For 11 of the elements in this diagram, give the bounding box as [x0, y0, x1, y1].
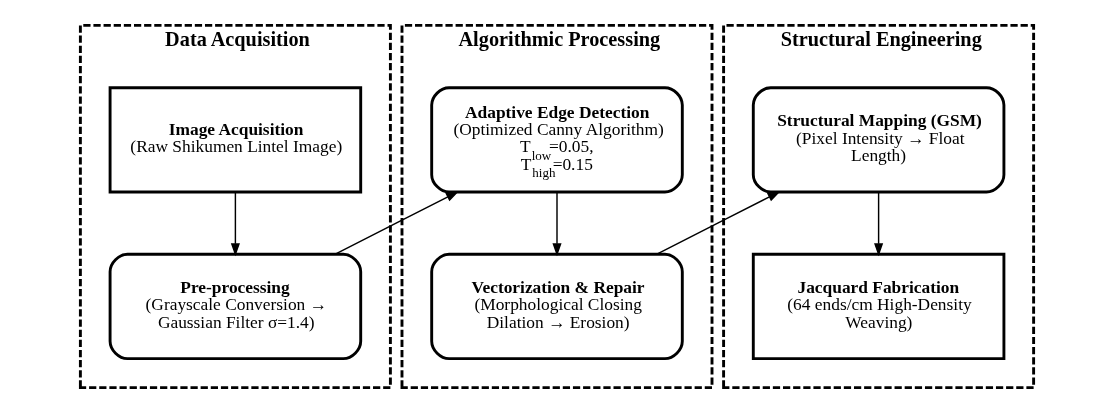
arrow: [873, 191, 883, 257]
node-box: Structural Mapping (GSM) (Pixel Intensity → Float Length): [751, 86, 1005, 194]
node-box: Adaptive Edge Detection (Optimized Canny Algorithm) T$_{low}$=0.05, T$_{high}$=0.15: [429, 86, 684, 194]
arrow: [551, 191, 562, 257]
node-box: Pre-processing (Grayscale Conversion → Gaussian Filter σ=1.4): [108, 252, 362, 361]
arrow: [230, 191, 240, 257]
node-box: Vectorization & Repair (Morphological Closing Dilation → Erosion): [429, 252, 684, 361]
node-box: Jacquard Fabrication (64 ends/cm High-Density Weaving): [751, 252, 1005, 361]
arrow: [655, 191, 781, 255]
node-box: Image Acquisition (Raw Shikumen Lintel Image): [108, 86, 362, 194]
arrow: [334, 191, 459, 255]
